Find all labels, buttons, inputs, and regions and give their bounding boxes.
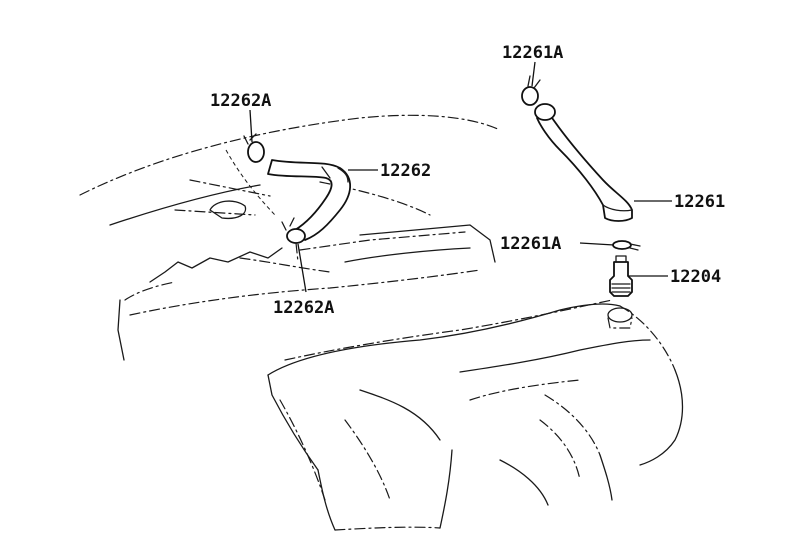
pcv-valve-12204 (609, 255, 633, 297)
clip-12261A-middle (612, 240, 641, 251)
clip-12262A-bottom (225, 149, 306, 263)
callout-12261A-top: 12261A (502, 43, 563, 63)
hose-12262 (267, 159, 352, 241)
callout-12204: 12204 (670, 267, 721, 287)
callout-12262: 12262 (380, 161, 431, 181)
hose-12261 (534, 103, 633, 222)
callout-12262A-bottom: 12262A (273, 298, 334, 318)
callout-12261: 12261 (674, 192, 725, 212)
engine-outline (79, 114, 684, 531)
clip-12261A-top (521, 75, 541, 106)
callout-12262A-top: 12262A (210, 91, 271, 111)
clip-12262A-top (243, 133, 265, 163)
callout-12261A-middle: 12261A (500, 234, 561, 254)
leader-lines (249, 61, 672, 293)
